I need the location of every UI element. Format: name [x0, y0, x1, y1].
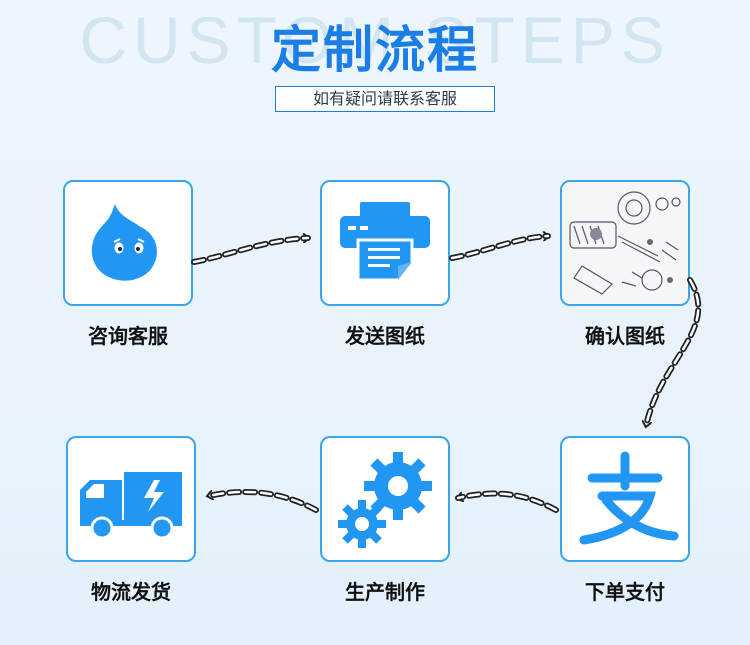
- step-label: 咨询客服: [88, 324, 168, 348]
- step-consult: 咨询客服: [63, 180, 193, 349]
- arrow-send-to-confirm: [449, 236, 551, 261]
- delivery-truck-icon: [80, 472, 182, 540]
- page-title: 定制流程: [271, 21, 479, 79]
- step-label: 物流发货: [91, 580, 171, 604]
- step-label: 发送图纸: [345, 324, 425, 348]
- step-icon-box: [560, 436, 690, 562]
- arrow-production-to-shipping: [205, 488, 319, 513]
- step-label: 生产制作: [345, 580, 425, 604]
- chat-bubble-icon: [91, 204, 157, 281]
- step-icon-box: [320, 180, 450, 306]
- step-send-drawings: 发送图纸: [320, 180, 450, 349]
- gears-icon: [338, 452, 432, 548]
- step-production: 生产制作: [320, 436, 450, 605]
- blueprint-drawing-icon: [562, 182, 688, 304]
- step-order-pay: 下单支付: [560, 436, 690, 605]
- step-icon-box: [560, 180, 690, 306]
- step-label: 确认图纸: [585, 324, 665, 348]
- printer-icon: [340, 202, 430, 282]
- step-icon-box: [63, 180, 193, 306]
- alipay-icon: [579, 451, 679, 545]
- background-watermark-text: CUSTOM STEPS: [79, 3, 671, 77]
- step-confirm-drawings: 确认图纸: [560, 180, 690, 349]
- step-icon-box: [320, 436, 450, 562]
- step-label: 下单支付: [585, 580, 665, 604]
- subtitle-badge: 如有疑问请联系客服: [275, 86, 495, 112]
- step-icon-box: [66, 436, 196, 562]
- step-shipping: 物流发货: [66, 436, 196, 605]
